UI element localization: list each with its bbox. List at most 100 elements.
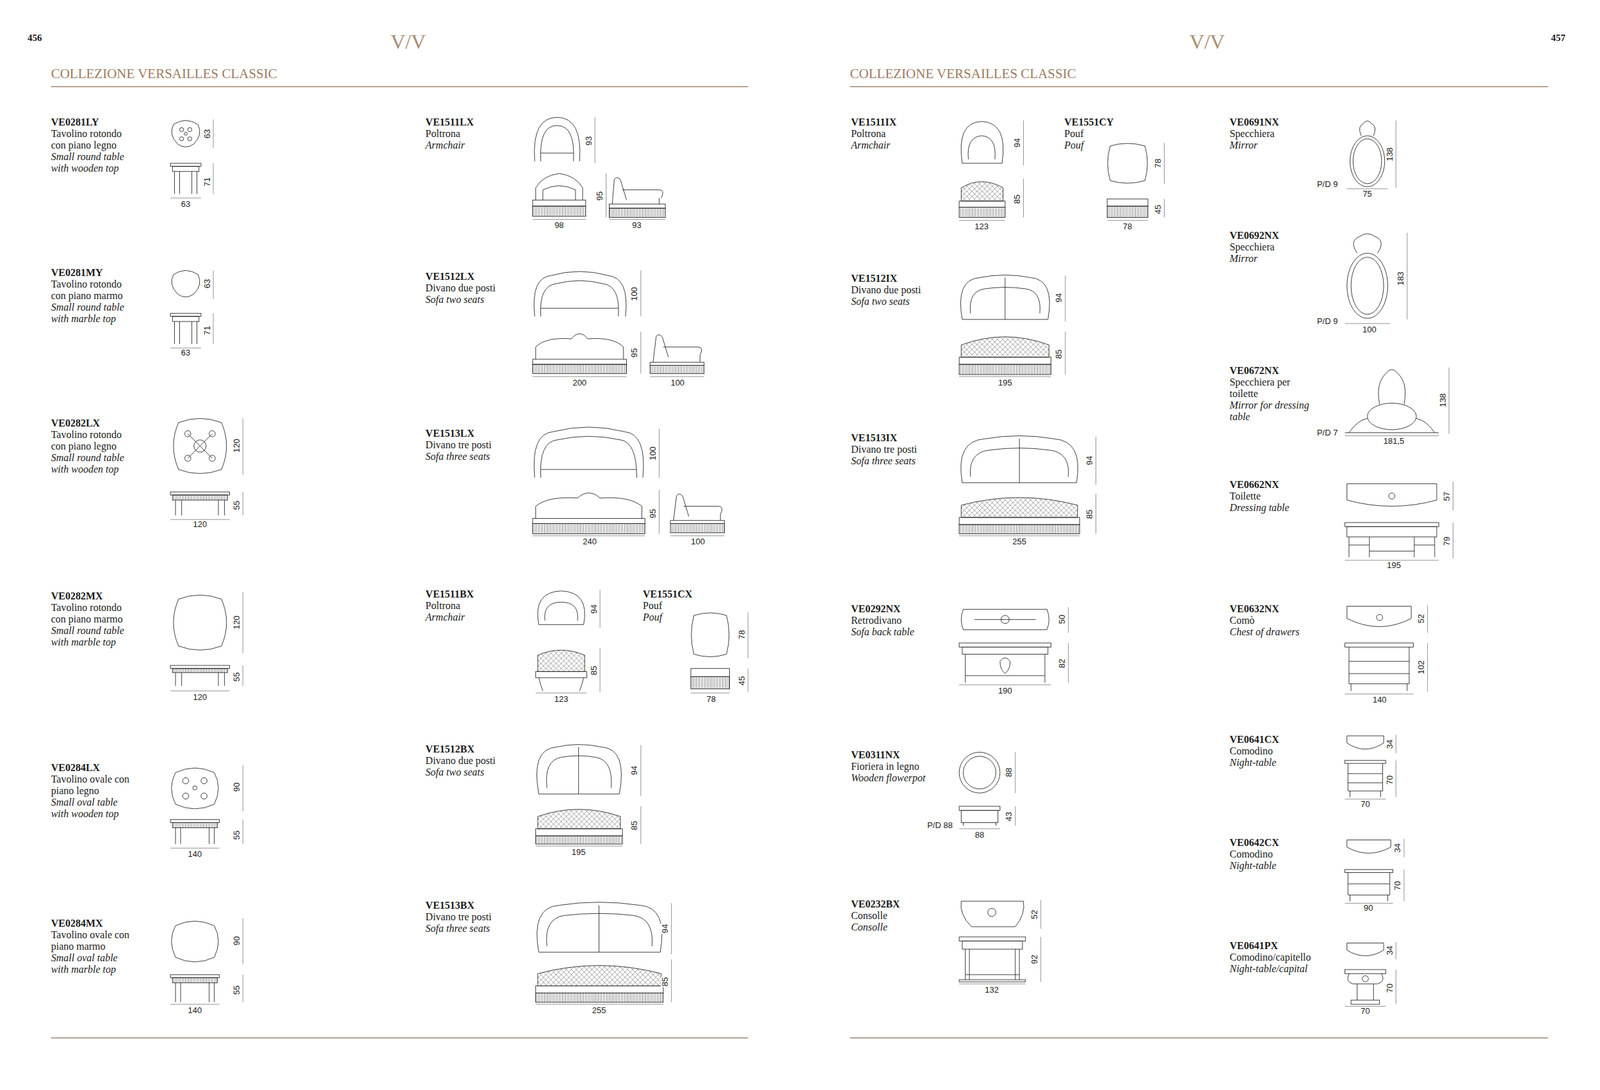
italian-description: Divano tre posti (425, 911, 513, 923)
product-text: VE1511BXPoltronaArmchair (425, 588, 513, 623)
dimension-label: 102 (1416, 659, 1426, 675)
dimension-label: 94 (1085, 455, 1095, 466)
dimension-label: 120 (232, 614, 242, 631)
dimension-label: 140 (1372, 695, 1388, 705)
english-description: Night-table (1229, 756, 1316, 769)
product-text: VE0282LXTavolino rotondo con piano legno… (51, 417, 138, 476)
dimension-label: 63 (202, 128, 212, 139)
italian-description: Specchiera per toilette (1229, 376, 1316, 400)
product-text: VE0641PXComodino/capitelloNight-table/ca… (1229, 939, 1316, 975)
english-description: Wooden flowerpot (850, 772, 938, 784)
dimension-label: 195 (1386, 560, 1402, 570)
italian-description: Divano due posti (425, 754, 513, 767)
italian-description: Consolle (850, 909, 938, 922)
product-text: VE0284LXTavolino ovale con piano legnoSm… (51, 761, 138, 820)
dimension-label: 90 (232, 935, 242, 946)
italian-description: Poltrona (425, 128, 513, 140)
product-code: VE1513BX (425, 899, 513, 912)
dimension-label: 43 (1004, 811, 1014, 822)
italian-description: Pouf (1064, 128, 1151, 140)
dimension-label: 57 (1442, 490, 1452, 501)
dimension-label: 85 (1012, 193, 1022, 205)
product-text: VE0281LYTavolino rotondo con piano legno… (51, 116, 138, 175)
dimension-label: 55 (232, 500, 242, 511)
dimension-label: 94 (660, 923, 670, 934)
dimension-label: 90 (1363, 903, 1374, 913)
product-text: VE1512BXDivano due postiSofa two seats (425, 743, 513, 778)
english-description: Mirror for dressing table (1229, 399, 1316, 423)
product-text: VE0232BXConsolleConsolle (850, 898, 938, 933)
product-code: VE1511IX (850, 116, 938, 129)
product-code: VE0281LY (51, 116, 138, 129)
product-text: VE0642CXComodinoNight-table (1229, 836, 1316, 872)
english-description: Armchair (425, 611, 513, 623)
english-description: Mirror (1229, 252, 1316, 265)
dimension-label: 90 (232, 781, 242, 792)
product-code: VE1513LX (425, 427, 513, 440)
dimension-label: 255 (1011, 537, 1027, 547)
page-number: 457 (1550, 32, 1566, 43)
product-text: VE0641CXComodinoNight-table (1229, 733, 1316, 769)
english-description: Sofa three seats (425, 922, 513, 935)
dimension-label: 95 (648, 507, 658, 518)
dimension-label: 63 (180, 199, 191, 209)
italian-description: Poltrona (850, 128, 938, 140)
italian-description: Comodino (1229, 745, 1316, 757)
dimension-label: 88 (1004, 767, 1014, 778)
product-text: VE1512LXDivano due postiSofa two seats (425, 270, 513, 306)
product-text: VE0691NXSpecchieraMirror (1229, 116, 1316, 152)
product-text: VE1551CXPoufPouf (642, 588, 730, 623)
product-text: VE0662NXToiletteDressing table (1229, 478, 1316, 514)
dimension-label: 94 (589, 603, 599, 615)
dimension-label: 50 (1057, 614, 1067, 625)
english-description: Consolle (850, 921, 938, 933)
italian-description: Poltrona (425, 599, 513, 612)
english-description: Mirror (1229, 139, 1316, 152)
dimension-label: 120 (232, 438, 242, 454)
page-number: 456 (27, 32, 43, 43)
english-description: Small oval table with marble top (51, 952, 138, 976)
product-code: VE1511BX (425, 588, 513, 600)
italian-description: Divano tre posti (425, 439, 513, 451)
product-code: VE0282LX (51, 417, 138, 429)
italian-description: Retrodivano (850, 614, 938, 627)
product-code: VE0641CX (1229, 733, 1316, 746)
english-description: Dressing table (1229, 501, 1316, 514)
depth-label: P/D 88 (926, 820, 954, 830)
english-description: Sofa three seats (850, 455, 938, 467)
english-description: Sofa two seats (850, 295, 938, 308)
italian-description: Pouf (642, 599, 730, 612)
product-text: VE0632NXComòChest of drawers (1229, 603, 1316, 638)
dimension-label: 120 (192, 519, 209, 529)
english-description: Sofa two seats (425, 293, 513, 306)
dimension-lines (170, 117, 1453, 1006)
dimension-label: 92 (1030, 953, 1040, 965)
english-description: Small round table with wooden top (51, 151, 138, 175)
dimension-label: 195 (571, 847, 587, 857)
dimension-label: 138 (1385, 146, 1395, 162)
product-text: VE1511LXPoltronaArmchair (425, 116, 513, 152)
dimension-label: 70 (1393, 880, 1403, 891)
dimension-label: 255 (591, 1005, 607, 1015)
dimension-label: 79 (1442, 535, 1452, 546)
italian-description: Specchiera (1229, 128, 1316, 140)
product-text: VE0311NXFioriera in legnoWooden flowerpo… (850, 749, 938, 784)
dimension-label: 85 (1054, 348, 1064, 360)
product-code: VE0641PX (1229, 939, 1316, 952)
dimension-label: 55 (232, 670, 242, 682)
dimension-label: 70 (1385, 774, 1395, 785)
dimension-label: 95 (595, 190, 605, 202)
product-text: VE0692NXSpecchieraMirror (1229, 229, 1316, 265)
product-code: VE1512LX (425, 270, 513, 283)
depth-label: P/D 7 (1316, 428, 1339, 438)
english-description: Pouf (642, 611, 730, 623)
dimension-label: 85 (589, 665, 599, 676)
product-code: VE0662NX (1229, 478, 1316, 491)
product-code: VE0632NX (1229, 603, 1316, 615)
dimension-label: 88 (974, 830, 985, 840)
product-text: VE1512IXDivano due postiSofa two seats (850, 272, 938, 308)
brand-logo: V/V (390, 30, 426, 54)
dimension-label: 95 (630, 347, 639, 358)
product-code: VE0691NX (1229, 116, 1316, 129)
